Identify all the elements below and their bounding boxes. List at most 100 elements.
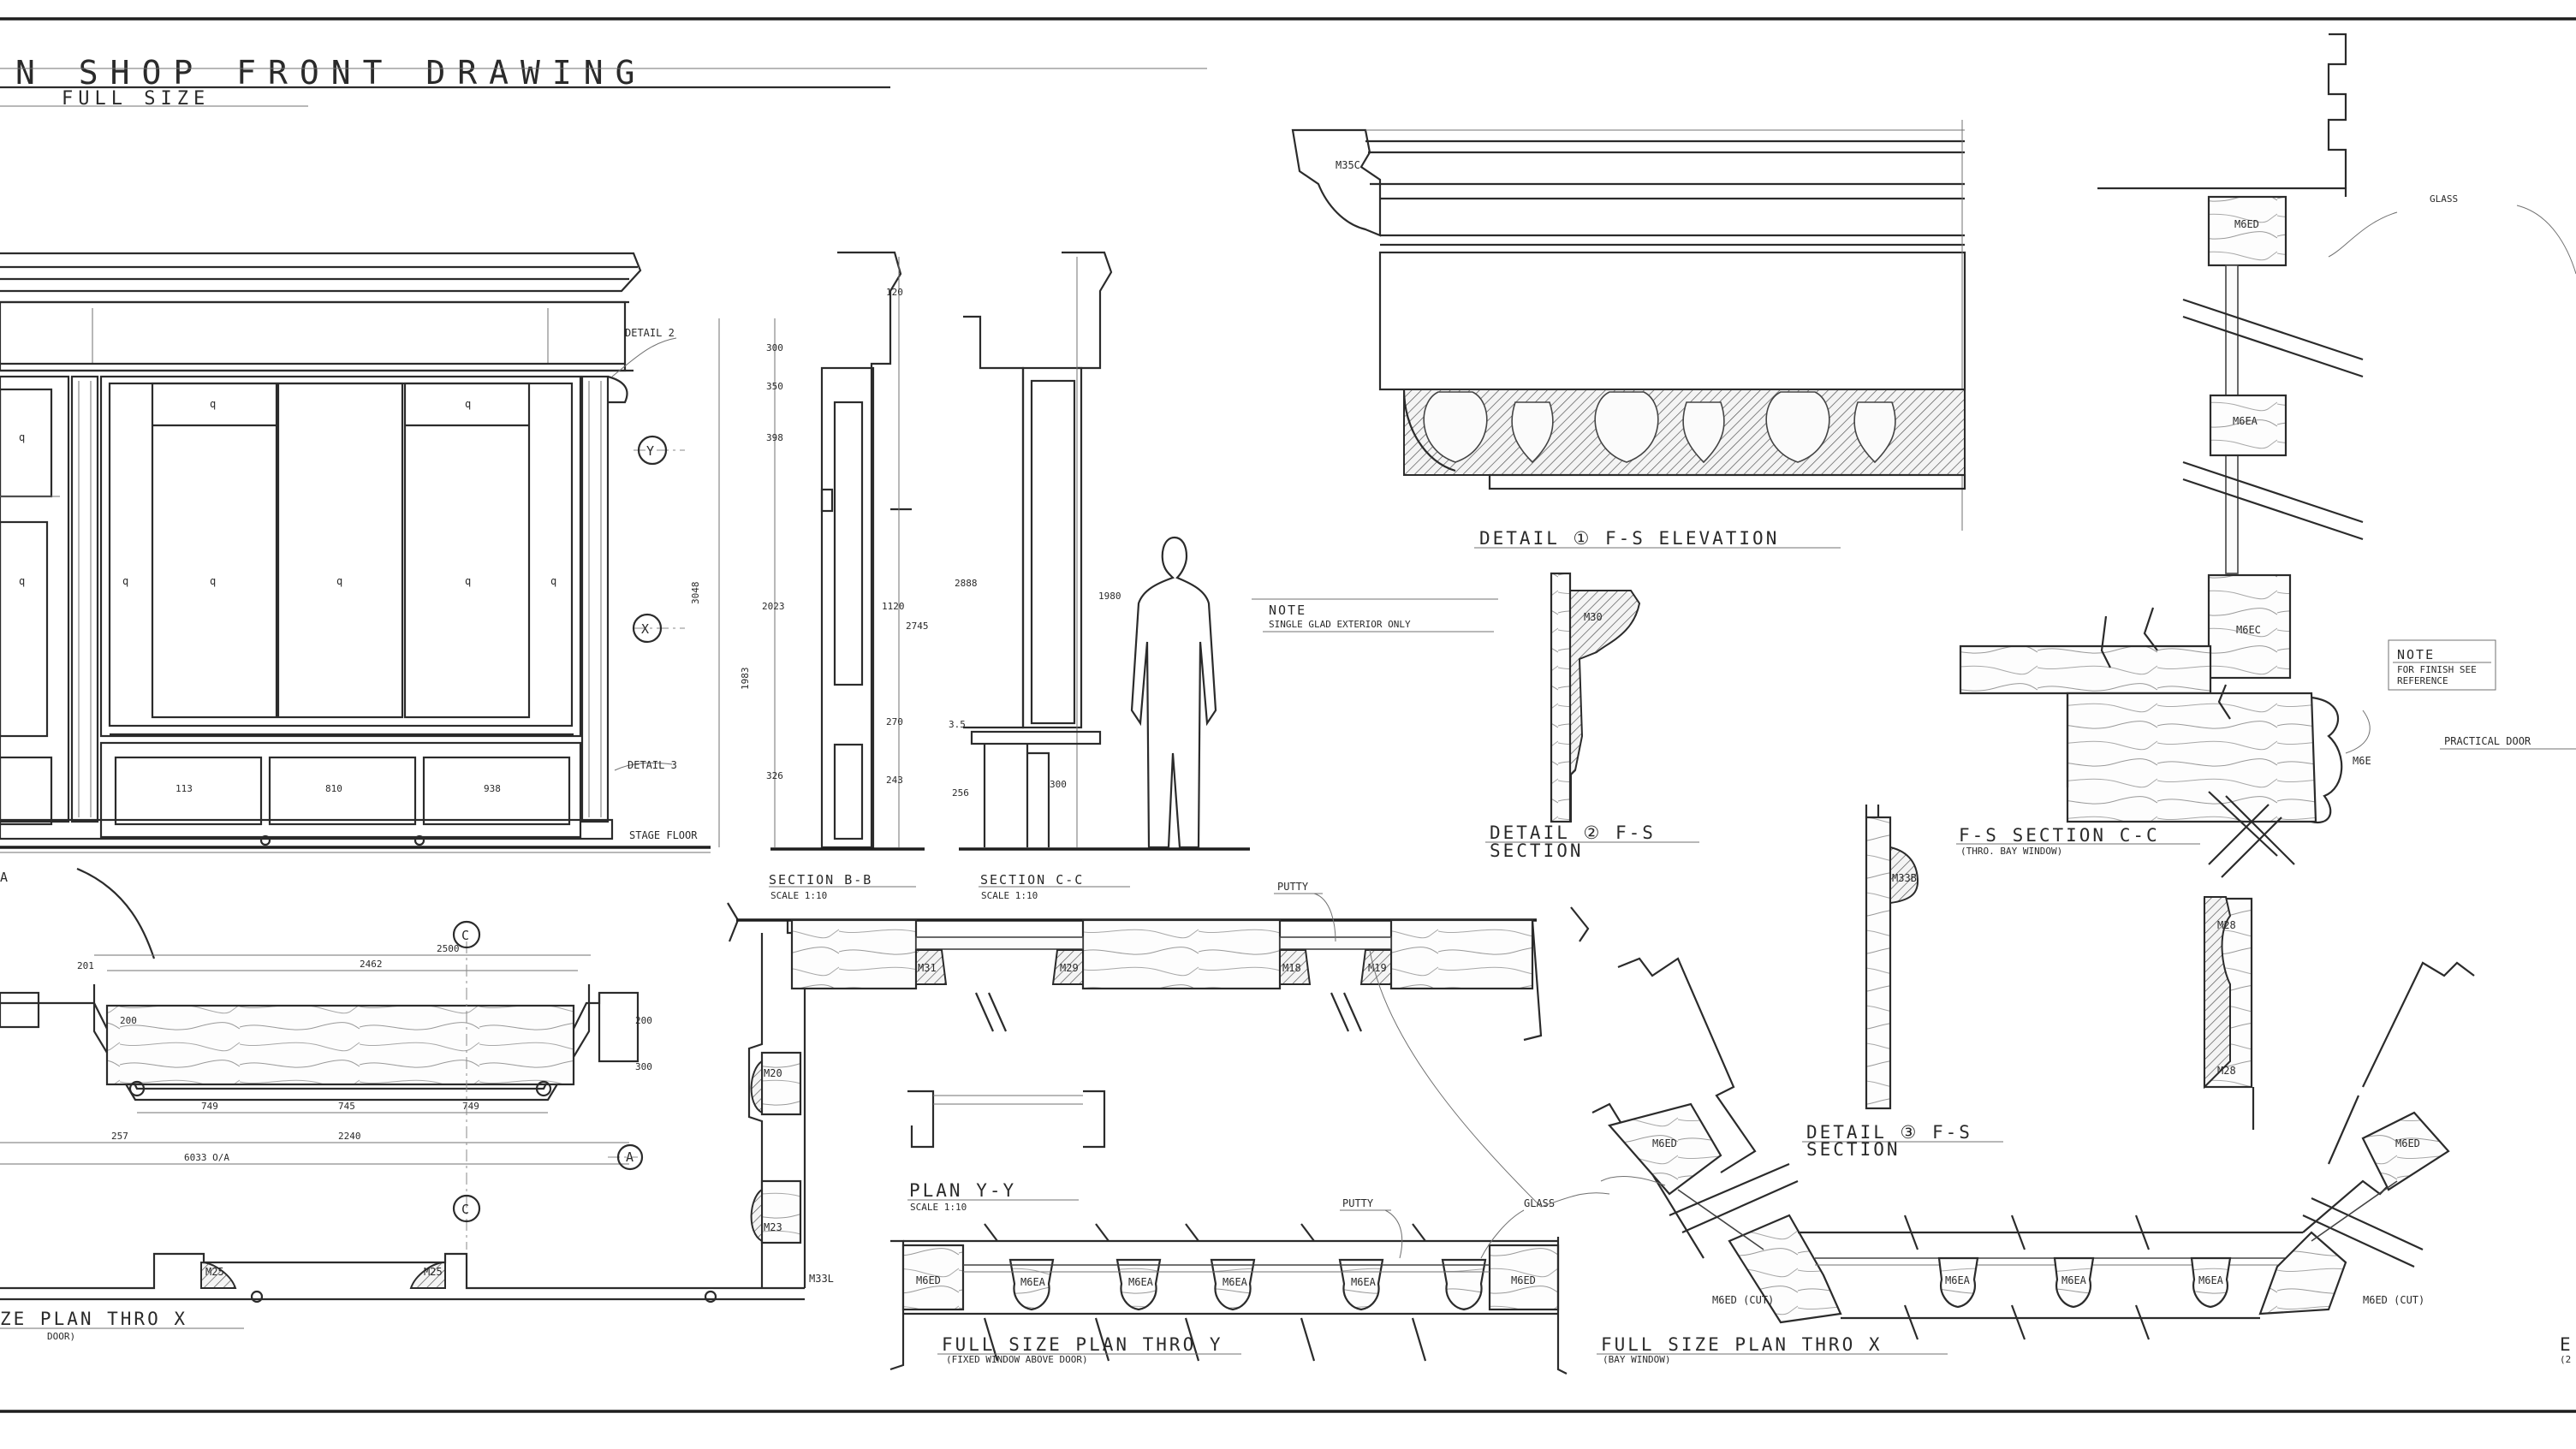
section-cc-label: SECTION C-C (980, 872, 1084, 888)
plan-dim-201: 201 (77, 960, 94, 971)
plan-y-mullions (1008, 1258, 1487, 1311)
corner-e-sub: (2 (2560, 1354, 2571, 1365)
note1-title: NOTE (1269, 603, 1306, 618)
svg-text:A: A (0, 870, 9, 885)
detail-2-label-a: DETAIL ② F-S (1490, 822, 1656, 843)
svg-text:q: q (210, 398, 216, 410)
corner-label: E (2 (2560, 1334, 2573, 1365)
tag-m19: M19 (1368, 962, 1387, 974)
tag-m35c: M35C (1336, 159, 1360, 171)
elev-dim-1: 113 (176, 783, 193, 794)
svg-text:q: q (122, 575, 128, 587)
door-jamb-plan: M20 M23 M33L (727, 902, 834, 1288)
svg-text:q: q (465, 575, 471, 587)
stage-floor-label: STAGE FLOOR (629, 829, 698, 841)
tag-m6ed-4: M6ED (1652, 1137, 1677, 1149)
section-bb-label: SECTION B-B (769, 872, 872, 888)
scc-dim-256: 256 (952, 787, 969, 799)
detail2-tag: DETAIL 2 (625, 327, 675, 339)
svg-text:q: q (550, 575, 556, 587)
sbb-dim-1983: 1983 (740, 668, 751, 691)
tag-m6ea-1: M6EA (2233, 415, 2258, 427)
detail-1-label: DETAIL ① F-S ELEVATION (1479, 528, 1779, 549)
plan-thro-x-left: A 2500 2462 200 200 300 201 749 745 749 … (0, 867, 805, 1342)
note2-line1: FOR FINISH SEE (2397, 664, 2477, 675)
marker-y: Y (646, 443, 656, 459)
sbb-dim-270: 270 (886, 716, 903, 727)
svg-text:q: q (336, 575, 342, 587)
plan-x-label: FULL SIZE PLAN THRO X (1601, 1334, 1883, 1355)
tag-m6ea-2: M6EA (1020, 1276, 1046, 1288)
marker-x: X (641, 621, 651, 637)
scc-dim-2888: 2888 (955, 578, 978, 589)
plan-dim-300: 300 (635, 1061, 652, 1072)
corner-e-label: E (2560, 1334, 2573, 1355)
tag-m6ed-3: M6ED (1511, 1274, 1536, 1286)
tag-m6ed-5: M6ED (2395, 1137, 2420, 1149)
svg-text:q: q (19, 575, 25, 587)
svg-text:3.5: 3.5 (949, 719, 966, 730)
tag-m6ea-8: M6EA (2198, 1274, 2224, 1286)
glass-label: GLASS (2430, 193, 2458, 205)
sbb-dim-3048: 3048 (690, 582, 701, 605)
tag-m6ea-5: M6EA (1351, 1276, 1377, 1288)
plan-dim-749-l: 749 (201, 1101, 218, 1112)
bay-mullions (1937, 1256, 2232, 1309)
detail3-tag: DETAIL 3 (628, 759, 677, 771)
m6ed-cut-right: M6ED (CUT) (2363, 1294, 2424, 1306)
plan-x-left-label: ZE PLAN THRO X (0, 1309, 187, 1329)
tag-m6ea-3: M6EA (1128, 1276, 1154, 1288)
tag-m31: M31 (918, 962, 937, 974)
shop-front-elevation: q q q q q q q q q 113 810 938 DETAIL 2 D… (0, 252, 711, 853)
tag-m28a: M28 (2217, 919, 2236, 931)
tag-m6ea-4: M6EA (1223, 1276, 1248, 1288)
putty-label-1: PUTTY (1277, 881, 1309, 893)
tag-m18: M18 (1282, 962, 1301, 974)
tag-m25-r: M25 (424, 1266, 443, 1278)
plan-yy-scale: SCALE 1:10 (910, 1202, 967, 1213)
tag-m6ed-1: M6ED (2234, 218, 2259, 230)
tag-m28b: M28 (2217, 1065, 2236, 1077)
elev-dim-3: 938 (484, 783, 501, 794)
tag-m6ed-2: M6ED (916, 1274, 941, 1286)
title-block: N SHOP FRONT DRAWING FULL SIZE (0, 54, 1207, 110)
plan-y-label: FULL SIZE PLAN THRO Y (942, 1334, 1223, 1355)
note2-line2: REFERENCE (2397, 675, 2448, 686)
sheet-title: N SHOP FRONT DRAWING (15, 54, 647, 92)
sbb-dim-120: 120 (886, 287, 903, 298)
tag-m33b: M33B (1892, 872, 1917, 884)
svg-text:q: q (19, 431, 25, 443)
detail-3-label-a: DETAIL ③ F-S (1806, 1122, 1972, 1143)
detail-2-section: M30 DETAIL ② F-S SECTION (1485, 572, 1699, 861)
plan-yy-label: PLAN Y-Y (909, 1180, 1016, 1201)
plan-y-sub: (FIXED WINDOW ABOVE DOOR) (946, 1354, 1088, 1365)
plan-thro-x-bay: M6ED M6EA M6EA M6EA M6ED (1540, 957, 2475, 1365)
section-b-b: 3048 1983 300 350 398 2023 326 120 1120 … (690, 251, 929, 901)
sheet-border (0, 17, 2576, 1413)
plan-dim-2500: 2500 (437, 943, 460, 954)
tag-m20: M20 (764, 1067, 782, 1079)
sbb-dim-2023: 2023 (762, 601, 785, 612)
plan-dim-200-r: 200 (635, 1015, 652, 1026)
fs-section-cc-label: F-S SECTION C-C (1959, 825, 2160, 846)
fs-section-c-c: M6ED M6EA M6EC M6E F-S SECTION C-C (THRO… (1956, 33, 2576, 878)
plan-x-sub: (BAY WINDOW) (1603, 1354, 1670, 1365)
tag-m29: M29 (1060, 962, 1079, 974)
plan-dim-200-l: 200 (120, 1015, 137, 1026)
practical-door-label: PRACTICAL DOOR (2444, 735, 2531, 747)
marker-c-top: C (461, 928, 471, 943)
detail-2-label-b: SECTION (1490, 840, 1584, 861)
tag-m6ea-6: M6EA (1945, 1274, 1971, 1286)
note1-text: SINGLE GLAD EXTERIOR ONLY (1269, 619, 1411, 630)
detail-3-section: M33B DETAIL ③ F-S SECTION M28 M28 (1802, 805, 2255, 1160)
bay-break-lines (1903, 1214, 2151, 1340)
section-c-c: 3.5 2888 1980 256 300 SECTION C-C SCALE … (949, 251, 1250, 901)
detail-3-label-b: SECTION (1806, 1139, 1901, 1160)
note2-title: NOTE (2397, 647, 2435, 662)
plan-dim-2462: 2462 (360, 959, 383, 970)
tag-m6ea-7: M6EA (2061, 1274, 2087, 1286)
detail-1-elevation: M35C DETAIL ① F-S ELEVATION (1291, 120, 1966, 549)
marker-c-bottom: C (461, 1202, 471, 1217)
sbb-dim-243: 243 (886, 775, 903, 786)
